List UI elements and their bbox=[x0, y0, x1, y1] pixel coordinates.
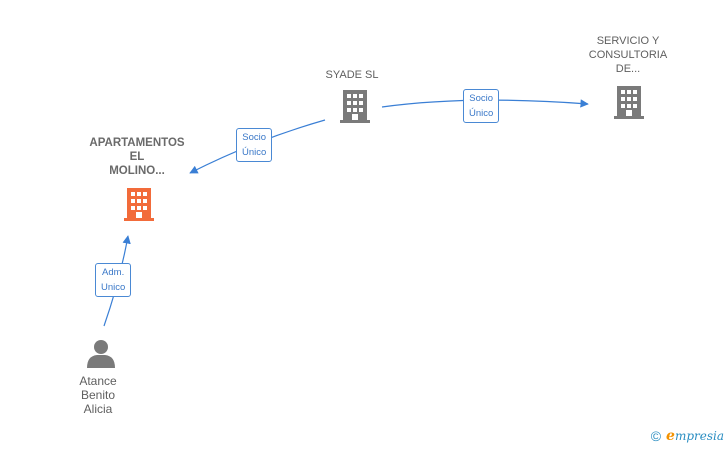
building-icon[interactable] bbox=[338, 88, 372, 124]
building-icon[interactable] bbox=[612, 84, 646, 120]
node-label-apartamentos[interactable]: APARTAMENTOS EL MOLINO... bbox=[89, 137, 185, 177]
edge-label-syade-apartamentos: Socio Único bbox=[236, 128, 273, 162]
node-label-syade[interactable]: SYADE SL bbox=[325, 69, 379, 81]
footer-brand: © empresia bbox=[651, 428, 724, 444]
person-icon[interactable] bbox=[85, 338, 117, 368]
edge-label-syade-servicio: Socio Único bbox=[463, 89, 500, 123]
brand-logo[interactable]: empresia bbox=[666, 428, 724, 444]
node-label-servicio[interactable]: SERVICIO Y CONSULTORIA DE... bbox=[588, 35, 668, 75]
building-icon-highlighted[interactable] bbox=[122, 186, 156, 222]
node-label-atance[interactable]: Atance Benito Alicia bbox=[79, 374, 117, 416]
edge-label-atance-apartamentos: Adm. Unico bbox=[95, 263, 132, 297]
copyright-icon: © bbox=[650, 428, 662, 444]
